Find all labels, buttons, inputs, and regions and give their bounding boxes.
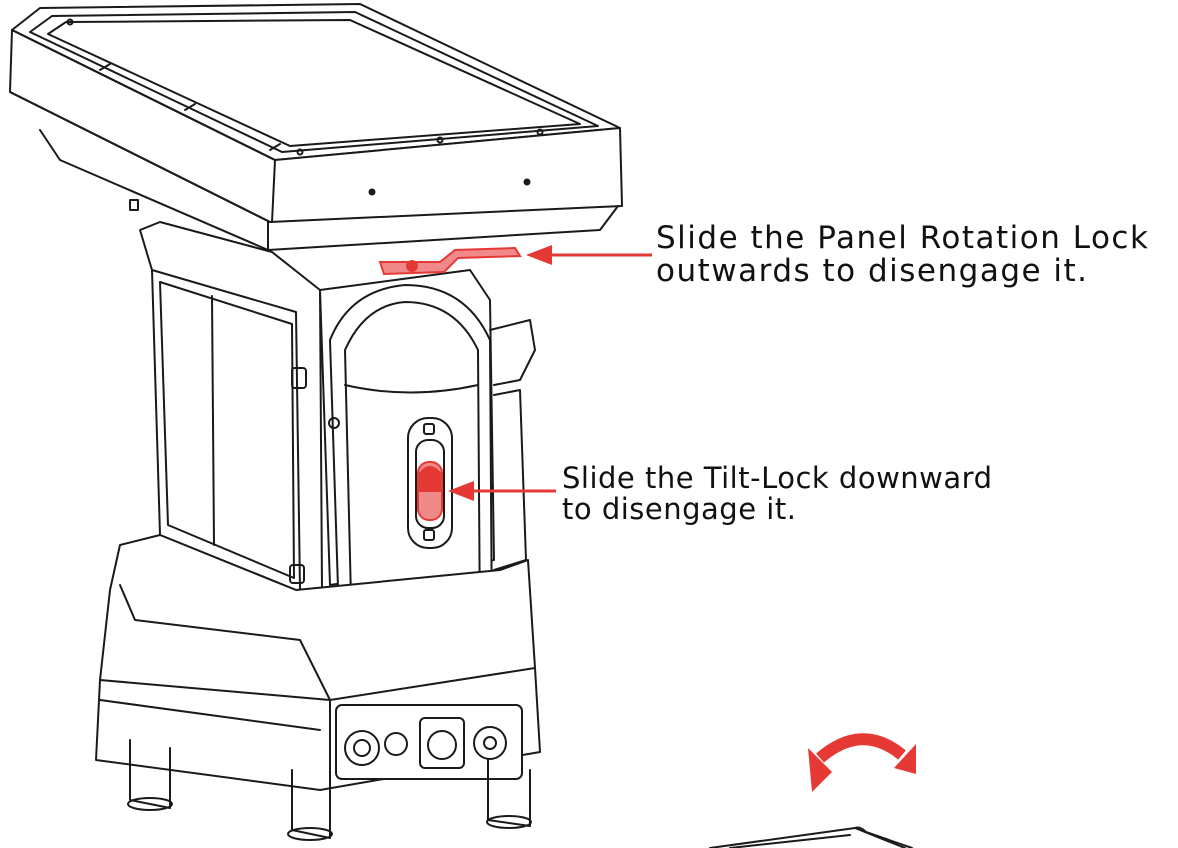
tilt-lock-highlight	[417, 461, 443, 521]
rotation-arrow-icon	[808, 733, 916, 792]
callout-arrow-icon	[448, 481, 556, 501]
callout-line: Slide the Panel Rotation Lock	[656, 220, 1150, 256]
callout-line: to disengage it.	[562, 492, 797, 526]
callout-line: outwards to disengage it.	[656, 253, 1089, 289]
callout-line: Slide the Tilt-Lock downward	[562, 461, 993, 495]
device-body	[95, 221, 541, 841]
callout-arrow-icon	[526, 245, 652, 265]
panel-rotation-lock-callout: Slide the Panel Rotation Lock outwards t…	[656, 222, 1149, 288]
secondary-device-panel	[709, 826, 913, 848]
monitor-panel	[9, 3, 623, 251]
panel-rotation-lock-highlight	[378, 246, 522, 276]
tilt-lock-callout: Slide the Tilt-Lock downward to disengag…	[562, 463, 992, 525]
